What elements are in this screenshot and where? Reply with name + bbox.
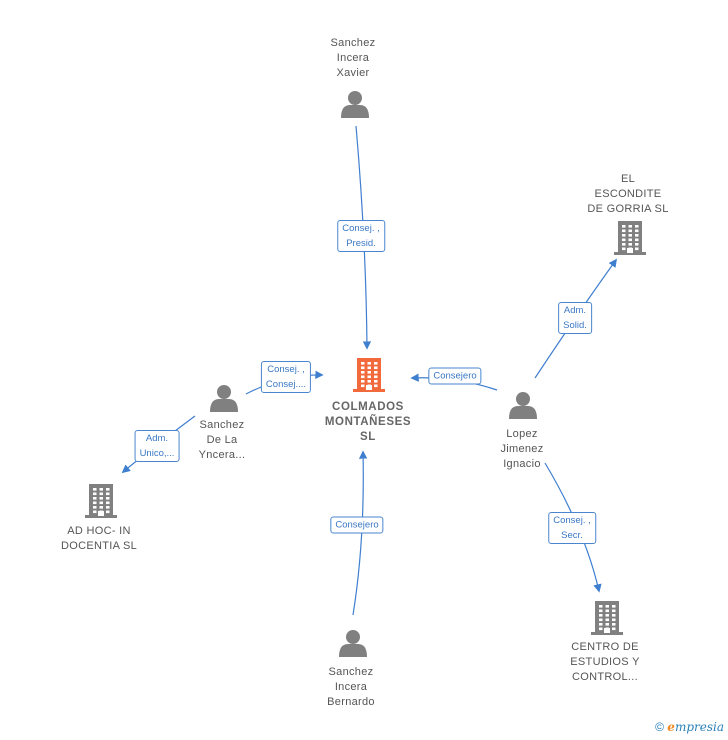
node-label-line: Sanchez bbox=[330, 37, 376, 49]
edge-label-line: Consejero bbox=[433, 370, 477, 382]
node-label-line: DE GORRIA SL bbox=[587, 203, 669, 215]
person-icon-sanchez-bernardo[interactable] bbox=[339, 630, 367, 657]
copyright-symbol: © bbox=[655, 720, 664, 734]
person-icon-lopez[interactable] bbox=[509, 392, 537, 419]
edge-label-line: Adm. bbox=[145, 433, 169, 444]
edge-label-line: Consej. , bbox=[553, 515, 591, 526]
edge-label-lopez-to-centro[interactable]: Consej. , Secr. bbox=[548, 512, 596, 544]
node-label-line: MONTAÑESES bbox=[324, 416, 412, 428]
building-icon-centro[interactable] bbox=[591, 601, 623, 635]
node-label-line: Incera bbox=[334, 681, 368, 693]
node-label-line: Bernardo bbox=[327, 696, 375, 708]
footer-credit: © empresia bbox=[655, 720, 724, 734]
edge-label-line: Consej. , bbox=[342, 223, 380, 234]
node-label-line: Xavier bbox=[336, 67, 370, 79]
node-label-line: AD HOC- IN bbox=[67, 525, 131, 537]
node-label-line: COLMADOS bbox=[332, 401, 404, 413]
edge-label-line: Solid. bbox=[563, 320, 587, 331]
edge-label-lopez-to-el-escondite[interactable]: Adm. Solid. bbox=[558, 302, 592, 334]
edge-label-line: Consej.... bbox=[265, 379, 307, 390]
node-label-line: ESTUDIOS Y bbox=[570, 656, 640, 668]
node-label-line: Sanchez bbox=[328, 666, 374, 678]
edge-label-line: Adm. bbox=[563, 305, 587, 316]
node-label-colmados[interactable]: COLMADOS MONTAÑESES SL bbox=[325, 400, 411, 445]
brand-logo-initial: e bbox=[667, 720, 675, 734]
edge-label-sanchez-yncera-to-adhoc[interactable]: Adm. Unico,... bbox=[134, 430, 180, 462]
node-label-line: DOCENTIA SL bbox=[60, 540, 138, 552]
node-label-el-escondite[interactable]: EL ESCONDITE DE GORRIA SL bbox=[587, 172, 668, 217]
building-icon-colmados[interactable] bbox=[353, 358, 385, 392]
node-label-line: CONTROL... bbox=[572, 671, 638, 683]
node-label-sanchez-yncera[interactable]: Sanchez De La Yncera... bbox=[199, 418, 246, 463]
edge-label-line: Presid. bbox=[346, 238, 376, 249]
node-label-line: SL bbox=[360, 431, 376, 443]
node-label-adhoc[interactable]: AD HOC- IN DOCENTIA SL bbox=[61, 524, 137, 554]
node-label-line: De La bbox=[206, 434, 238, 446]
edge-label-sanchez-xavier-to-colmados[interactable]: Consej. , Presid. bbox=[337, 220, 385, 252]
edge-label-line: Secr. bbox=[561, 530, 583, 541]
person-icon-sanchez-xavier[interactable] bbox=[341, 91, 369, 118]
node-label-line: ESCONDITE bbox=[594, 188, 662, 200]
node-label-line: Lopez bbox=[506, 428, 538, 440]
edge-label-line: Consejero bbox=[335, 519, 379, 531]
edge-sanchez-bernardo-to-colmados bbox=[352, 450, 368, 616]
node-label-line: Sanchez bbox=[199, 419, 245, 431]
building-icon-el-escondite[interactable] bbox=[614, 221, 646, 255]
brand-logo-name: mpresia bbox=[674, 720, 724, 734]
node-label-line: Ignacio bbox=[503, 458, 541, 470]
building-icon-adhoc[interactable] bbox=[85, 484, 117, 518]
node-label-line: EL bbox=[620, 173, 636, 185]
edge-label-sanchez-yncera-to-colmados[interactable]: Consej. , Consej.... bbox=[260, 361, 312, 393]
node-label-line: Incera bbox=[336, 52, 370, 64]
node-label-line: Yncera... bbox=[198, 449, 246, 461]
edge-label-line: Consej. , bbox=[267, 364, 305, 375]
edge-label-line: Unico,... bbox=[139, 448, 175, 459]
node-label-line: Jimenez bbox=[500, 443, 544, 455]
node-label-centro[interactable]: CENTRO DE ESTUDIOS Y CONTROL... bbox=[570, 640, 639, 685]
person-icon-sanchez-yncera[interactable] bbox=[210, 385, 238, 412]
edge-label-lopez-to-colmados[interactable]: Consejero bbox=[428, 367, 482, 385]
node-label-line: CENTRO DE bbox=[571, 641, 639, 653]
edge-label-sanchez-bernardo-to-colmados[interactable]: Consejero bbox=[330, 516, 384, 534]
